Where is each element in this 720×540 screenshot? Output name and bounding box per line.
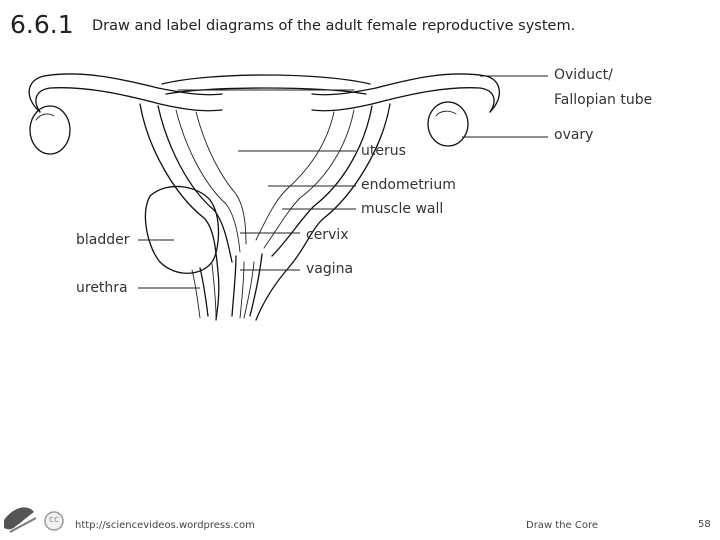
label-oviduct-line1: Oviduct/ xyxy=(554,67,613,83)
footer-url[interactable]: http://sciencevideos.wordpress.com xyxy=(75,520,255,531)
label-urethra: urethra xyxy=(76,280,128,296)
ovary-drawing xyxy=(29,101,469,155)
leader-lines xyxy=(138,75,548,289)
label-uterus: uterus xyxy=(361,143,406,159)
label-muscle-wall: muscle wall xyxy=(361,201,444,217)
page-number: 58 xyxy=(698,519,711,530)
label-oviduct-line2: Fallopian tube xyxy=(554,92,653,108)
footer-brand: Draw the Core xyxy=(526,520,599,531)
lizard-logo xyxy=(4,507,37,533)
cc-icon xyxy=(44,511,64,531)
label-endometrium: endometrium xyxy=(361,177,456,193)
label-cervix: cervix xyxy=(306,227,349,243)
label-bladder: bladder xyxy=(76,232,130,248)
cc-text: cc xyxy=(49,515,59,525)
bladder-drawing xyxy=(144,185,220,319)
slide-number: 6.6.1 xyxy=(10,10,74,39)
label-vagina: vagina xyxy=(306,261,354,277)
label-ovary: ovary xyxy=(554,127,594,143)
oviduct-drawing xyxy=(28,73,500,113)
slide-title: Draw and label diagrams of the adult fem… xyxy=(92,18,576,34)
uterus-drawing xyxy=(139,103,391,321)
